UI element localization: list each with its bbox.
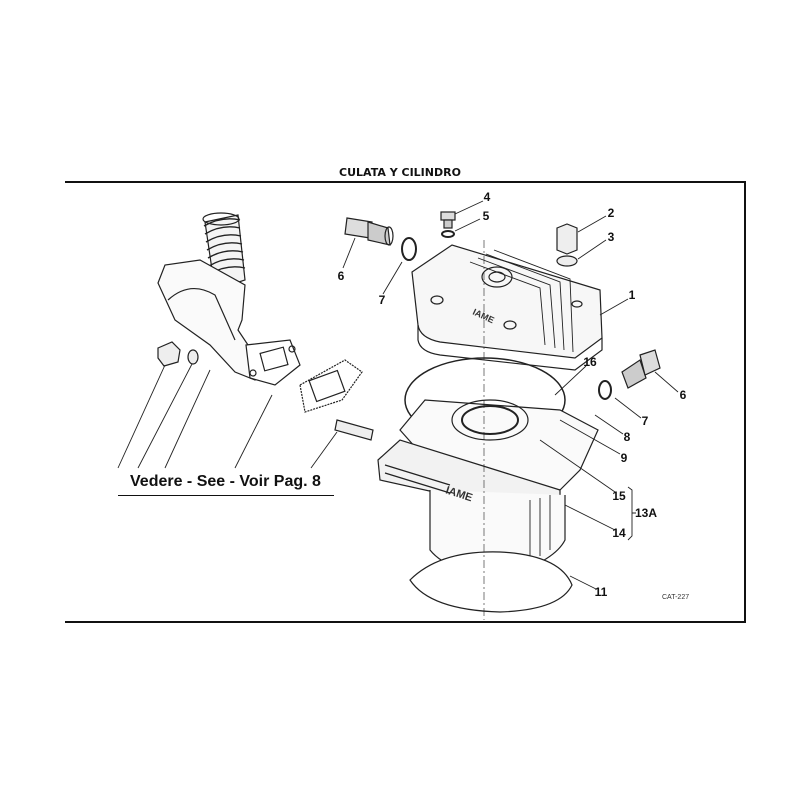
plug-washer (441, 230, 455, 238)
callout-4: 4 (483, 190, 491, 204)
callout-8: 8 (623, 430, 631, 444)
see-page-reference: Vedere - See - Voir Pag. 8 (130, 473, 321, 490)
see-reference-underline (118, 495, 334, 496)
cylinder-block (377, 399, 599, 576)
callout-2: 2 (607, 206, 615, 220)
callout-13a: 13A (634, 506, 658, 520)
washer-right (598, 380, 612, 400)
callout-6-right: 6 (679, 388, 687, 402)
frame-border-right (744, 181, 746, 623)
frame-border-top (65, 181, 746, 183)
base-gasket (409, 551, 573, 613)
leader-lines (117, 200, 679, 590)
head-washer (556, 255, 578, 267)
manifold-washer (187, 349, 199, 365)
exhaust-manifold (157, 259, 301, 386)
fitting-left (344, 217, 394, 246)
head-nut (556, 223, 578, 255)
diagram-title: CULATA Y CILINDRO (339, 166, 461, 179)
callout-9: 9 (620, 451, 628, 465)
callout-14: 14 (612, 526, 626, 540)
washer-left (401, 237, 417, 261)
callout-15: 15 (612, 489, 626, 503)
callout-1: 1 (628, 288, 636, 302)
callout-16: 16 (583, 355, 597, 369)
exhaust-gasket (299, 359, 363, 413)
plug-thread (443, 219, 453, 229)
callout-11: 11 (594, 585, 608, 599)
callout-7-right: 7 (641, 414, 649, 428)
cylinder-head (411, 244, 603, 371)
stud-bolt (334, 419, 374, 441)
catalog-code: CAT-227 (662, 594, 690, 601)
frame-border-bottom (65, 621, 746, 623)
fitting-right (621, 349, 661, 389)
callout-5: 5 (482, 209, 490, 223)
plug-screw (440, 211, 456, 221)
manifold-nut (157, 341, 181, 367)
callout-7-left: 7 (378, 293, 386, 307)
callout-6-left: 6 (337, 269, 345, 283)
callout-3: 3 (607, 230, 615, 244)
